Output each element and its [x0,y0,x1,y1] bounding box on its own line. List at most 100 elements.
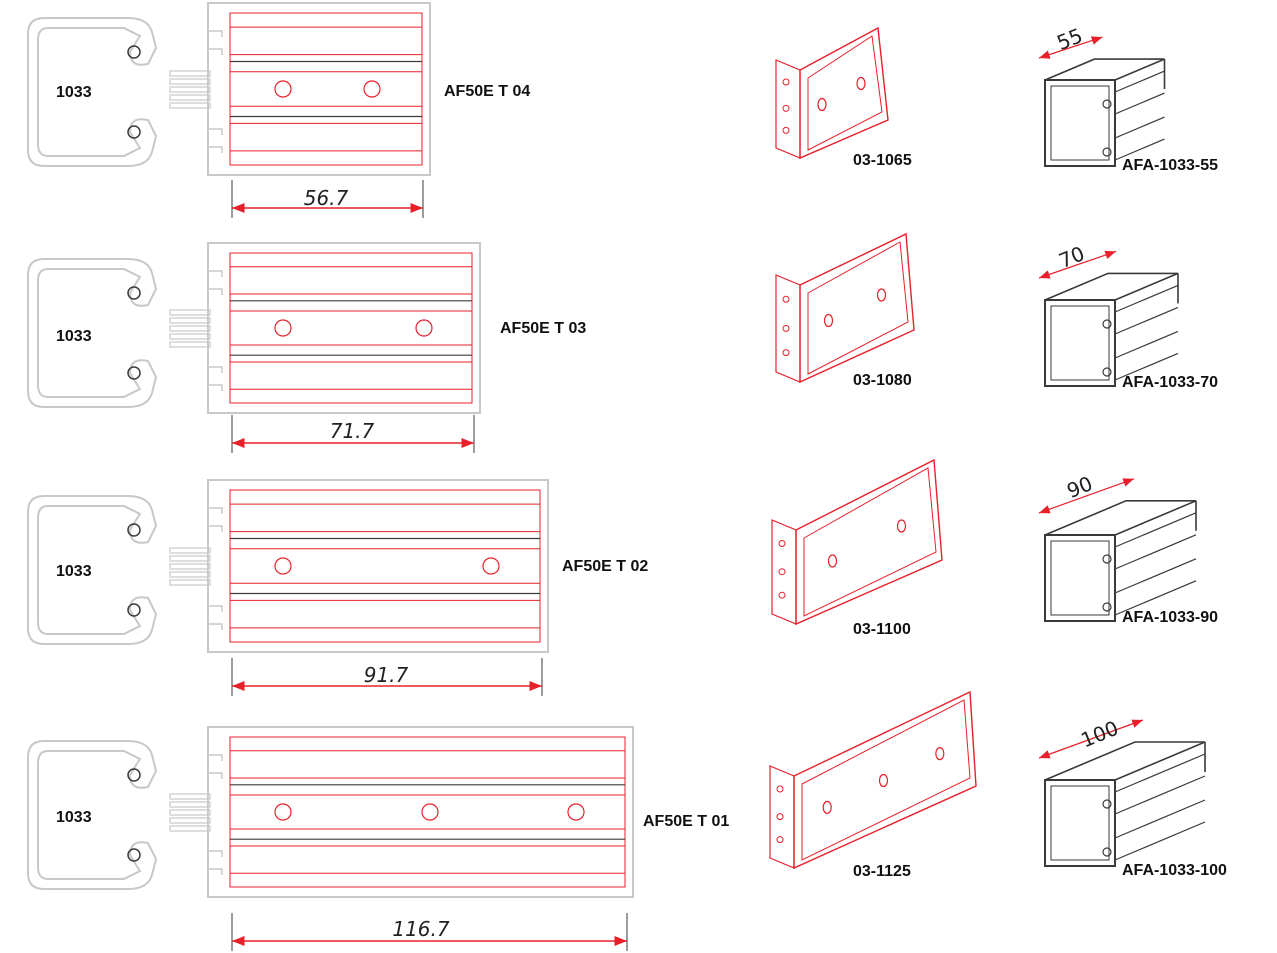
mounting-hole [274,557,292,575]
iso-profile-3d [1038,36,1166,167]
extrusion-outline [207,2,431,176]
iso-dimension-arrow [1038,250,1117,279]
profile-label: 1033 [56,563,92,580]
bracket-flange [771,519,797,625]
iso-boss [1102,799,1112,809]
iso-inner-face [1050,85,1110,161]
mounting-hole [421,803,439,821]
bracket-hole [896,519,907,533]
iso-front-face [1044,299,1116,387]
bracket-hole [935,747,945,761]
bracket-label: 03-1100 [853,621,911,638]
screw-boss [127,286,141,300]
mounting-hole [274,319,292,337]
serration [169,793,211,800]
iso-inner-face [1050,305,1110,381]
mounting-hole [415,319,433,337]
serration [169,579,211,586]
clip [208,288,223,295]
iso-boss [1102,602,1112,612]
inner-outline [229,252,473,404]
profile-outline [27,17,158,167]
dimension-line [231,658,543,696]
extrusion-outline [207,242,481,414]
screw-boss [127,125,141,139]
bracket-inner [801,699,971,861]
flange-hole [782,78,790,86]
iso-groove [1114,70,1165,93]
bracket-label: 03-1125 [853,863,911,880]
clip [208,30,223,37]
serration [169,102,211,109]
iso-dimension-value: 90 [1063,471,1096,503]
mounting-hole [363,80,381,98]
part-label: AF50E T 03 [500,320,586,337]
serration [169,547,211,554]
iso-groove [1114,352,1179,381]
clip [208,525,223,532]
serration [169,801,211,808]
part-label: AF50E T 04 [444,83,530,100]
iso-top-face [1044,741,1206,781]
iso-top-face [1044,500,1197,536]
clip [208,48,223,55]
iso-boss [1102,367,1112,377]
iso-dimension-arrow [1038,478,1135,514]
bracket-flange [775,59,801,159]
iso-groove [1114,775,1206,815]
flange-hole [782,126,790,134]
serration [169,333,211,340]
iso-groove [1114,92,1165,115]
profile-outline [27,495,158,645]
clip [208,384,223,391]
iso-top-face [1044,272,1179,301]
flange-hole [776,813,784,821]
bracket-hole [822,800,832,814]
profile-section-1033 [27,495,158,645]
extrusion-section [169,479,549,653]
part-label: AF50E T 01 [643,813,729,830]
bracket-3d [775,26,889,160]
iso-groove [1114,306,1179,335]
flange-hole [782,295,790,303]
extrusion-section [169,242,481,414]
iso-label: AFA-1033-55 [1122,157,1218,174]
bracket-label: 03-1080 [853,372,912,389]
flange-hole [782,349,790,357]
dimension-value: 71.7 [330,419,375,443]
extrusion-section [169,726,634,898]
profile-label: 1033 [56,328,92,345]
bracket-3d [771,458,943,626]
profile-outline [27,258,158,408]
iso-inner-face [1050,785,1110,861]
iso-groove [1114,116,1165,139]
clip [208,754,223,761]
serration [169,317,211,324]
bracket-face [799,26,889,160]
dimension-line [231,913,628,951]
profile-label: 1033 [56,84,92,101]
screw-boss [127,768,141,782]
screw-boss [127,366,141,380]
serration [169,563,211,570]
iso-label: AFA-1033-100 [1122,862,1227,879]
flange-hole [782,324,790,332]
serration [169,341,211,348]
mounting-hole [567,803,585,821]
bracket-hole [817,97,827,112]
bracket-hole [827,554,838,568]
mounting-hole [274,803,292,821]
serration [169,555,211,562]
profile-section-1033 [27,258,158,408]
profile-outline [27,740,158,890]
iso-dimension-arrow [1038,36,1103,59]
iso-groove [1114,821,1206,861]
screw-boss [127,848,141,862]
clip [208,270,223,277]
iso-profile-3d [1038,719,1206,867]
iso-boss [1102,99,1112,109]
screw-boss [127,603,141,617]
clip [208,507,223,514]
iso-dimension-arrow [1038,719,1144,759]
